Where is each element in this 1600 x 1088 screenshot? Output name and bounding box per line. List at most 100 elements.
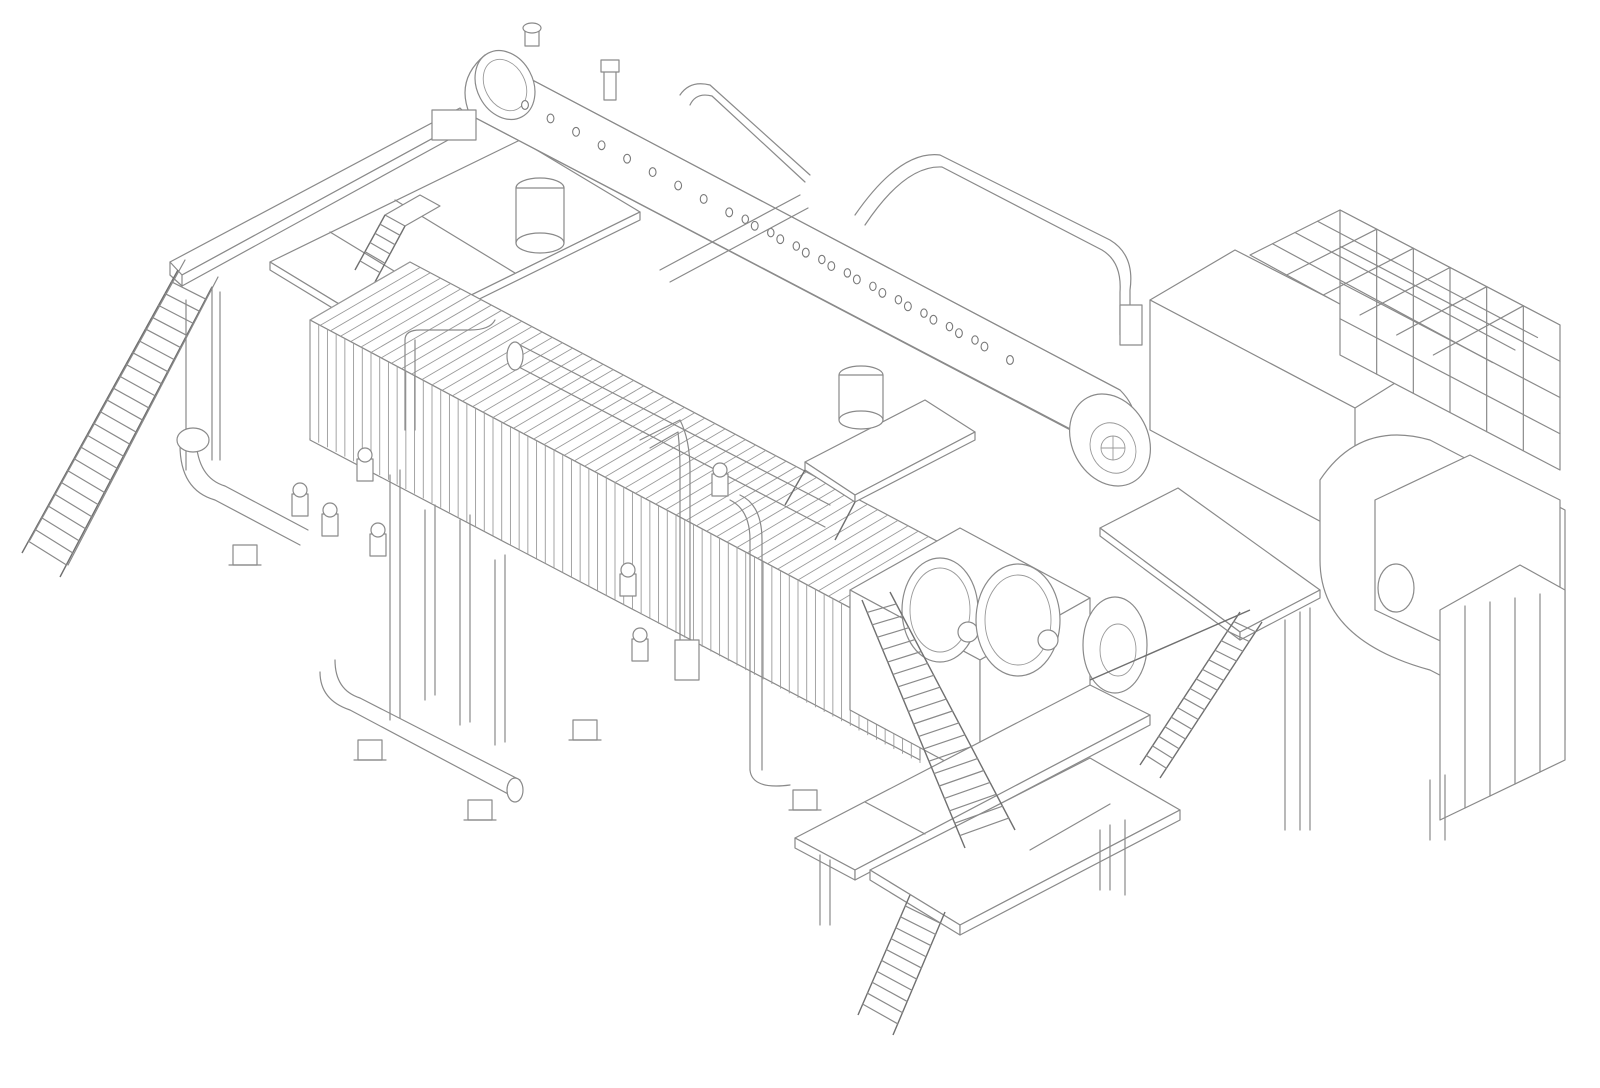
drum-hole <box>648 167 657 178</box>
stair-tread <box>1220 640 1244 652</box>
stair-tread <box>138 340 175 361</box>
stair-tread <box>47 505 86 530</box>
drum-hole <box>623 153 632 164</box>
tube <box>452 336 553 397</box>
tube <box>391 304 492 364</box>
stair-tread <box>1170 716 1193 730</box>
support-saddle <box>357 739 383 761</box>
tube <box>380 299 482 359</box>
duct-panel-line <box>1339 318 1561 435</box>
stair-tread <box>948 793 997 812</box>
tube <box>736 487 838 548</box>
stair-tread <box>164 292 200 312</box>
stair-tread <box>379 223 401 236</box>
front-platform <box>794 684 1181 936</box>
stair-tread <box>79 446 118 469</box>
tube <box>624 428 726 489</box>
drum-hole <box>572 126 581 137</box>
stair-tread <box>1201 668 1225 682</box>
stair-tread <box>899 916 937 935</box>
support-saddle <box>467 799 493 821</box>
tube <box>757 498 858 559</box>
stair-tread <box>27 540 67 566</box>
tube <box>370 293 472 353</box>
stair-tread <box>144 328 181 349</box>
stair-tread <box>118 375 156 397</box>
duct-panel-line <box>1339 245 1561 362</box>
stair-tread <box>86 434 124 457</box>
stair-tread <box>959 817 1010 837</box>
tube <box>746 493 848 554</box>
drum-hole <box>980 341 989 352</box>
stair-tread <box>60 481 99 506</box>
drum-hole <box>674 180 683 191</box>
valve-handwheel <box>632 627 648 643</box>
tube <box>533 380 634 440</box>
stair-tread <box>943 781 991 800</box>
tube <box>462 342 563 402</box>
drum-hole <box>894 294 903 305</box>
top-manholes <box>515 177 884 430</box>
tube <box>421 320 523 380</box>
drum-hole <box>920 308 928 318</box>
tube <box>777 509 878 570</box>
tube <box>726 482 828 543</box>
drum-hole <box>827 261 836 272</box>
steam-drum <box>431 22 1152 487</box>
stair-tread <box>907 698 947 713</box>
stair-tread <box>876 970 913 991</box>
tube <box>614 423 716 483</box>
stair-tread <box>895 927 932 947</box>
stair-tread <box>364 251 386 264</box>
stair-tread <box>359 260 381 274</box>
stair-tread <box>918 722 960 738</box>
tube <box>513 369 614 429</box>
drum-hole <box>852 274 861 285</box>
stair-tread <box>1189 687 1212 701</box>
tube <box>574 401 675 462</box>
tube <box>645 439 746 500</box>
tube <box>553 390 655 451</box>
stair-tread <box>1158 735 1180 750</box>
stair-tread <box>954 805 1004 824</box>
drum-hole <box>741 214 750 224</box>
mid-platform <box>784 399 976 541</box>
stair-tread <box>938 769 985 787</box>
drum-hole <box>903 301 912 312</box>
tube <box>696 466 797 527</box>
drum-hole <box>818 254 826 265</box>
tube <box>309 261 411 321</box>
stair-tread <box>887 650 922 663</box>
tube <box>706 471 807 532</box>
valve-handwheel <box>292 482 308 498</box>
stair-tread <box>1195 678 1218 691</box>
stair-tread <box>112 387 150 409</box>
stair-tread <box>881 638 916 651</box>
drum-hole <box>954 328 963 339</box>
stair-tread <box>53 493 93 518</box>
stair-tread <box>933 757 979 775</box>
stair-tread <box>862 1003 899 1025</box>
drum-hole <box>725 207 734 218</box>
front-stair <box>857 591 1251 1036</box>
drum-hole <box>597 140 606 151</box>
stair-tread <box>892 662 929 676</box>
drum-hole <box>776 234 785 245</box>
tube <box>685 460 787 521</box>
tube <box>797 520 899 581</box>
tube <box>431 326 533 386</box>
stair-tread <box>928 746 972 762</box>
stair-tread <box>1233 620 1257 633</box>
tube <box>492 358 594 418</box>
feed-piping <box>176 194 831 803</box>
stair-tread <box>40 517 80 542</box>
stair-tread <box>1164 726 1187 740</box>
tube <box>502 363 604 424</box>
valve-handwheel <box>620 562 636 578</box>
stair-tread <box>1151 745 1174 760</box>
tube <box>441 331 543 391</box>
tube <box>401 310 502 370</box>
stair-tread <box>1145 754 1167 769</box>
tube <box>594 412 695 473</box>
